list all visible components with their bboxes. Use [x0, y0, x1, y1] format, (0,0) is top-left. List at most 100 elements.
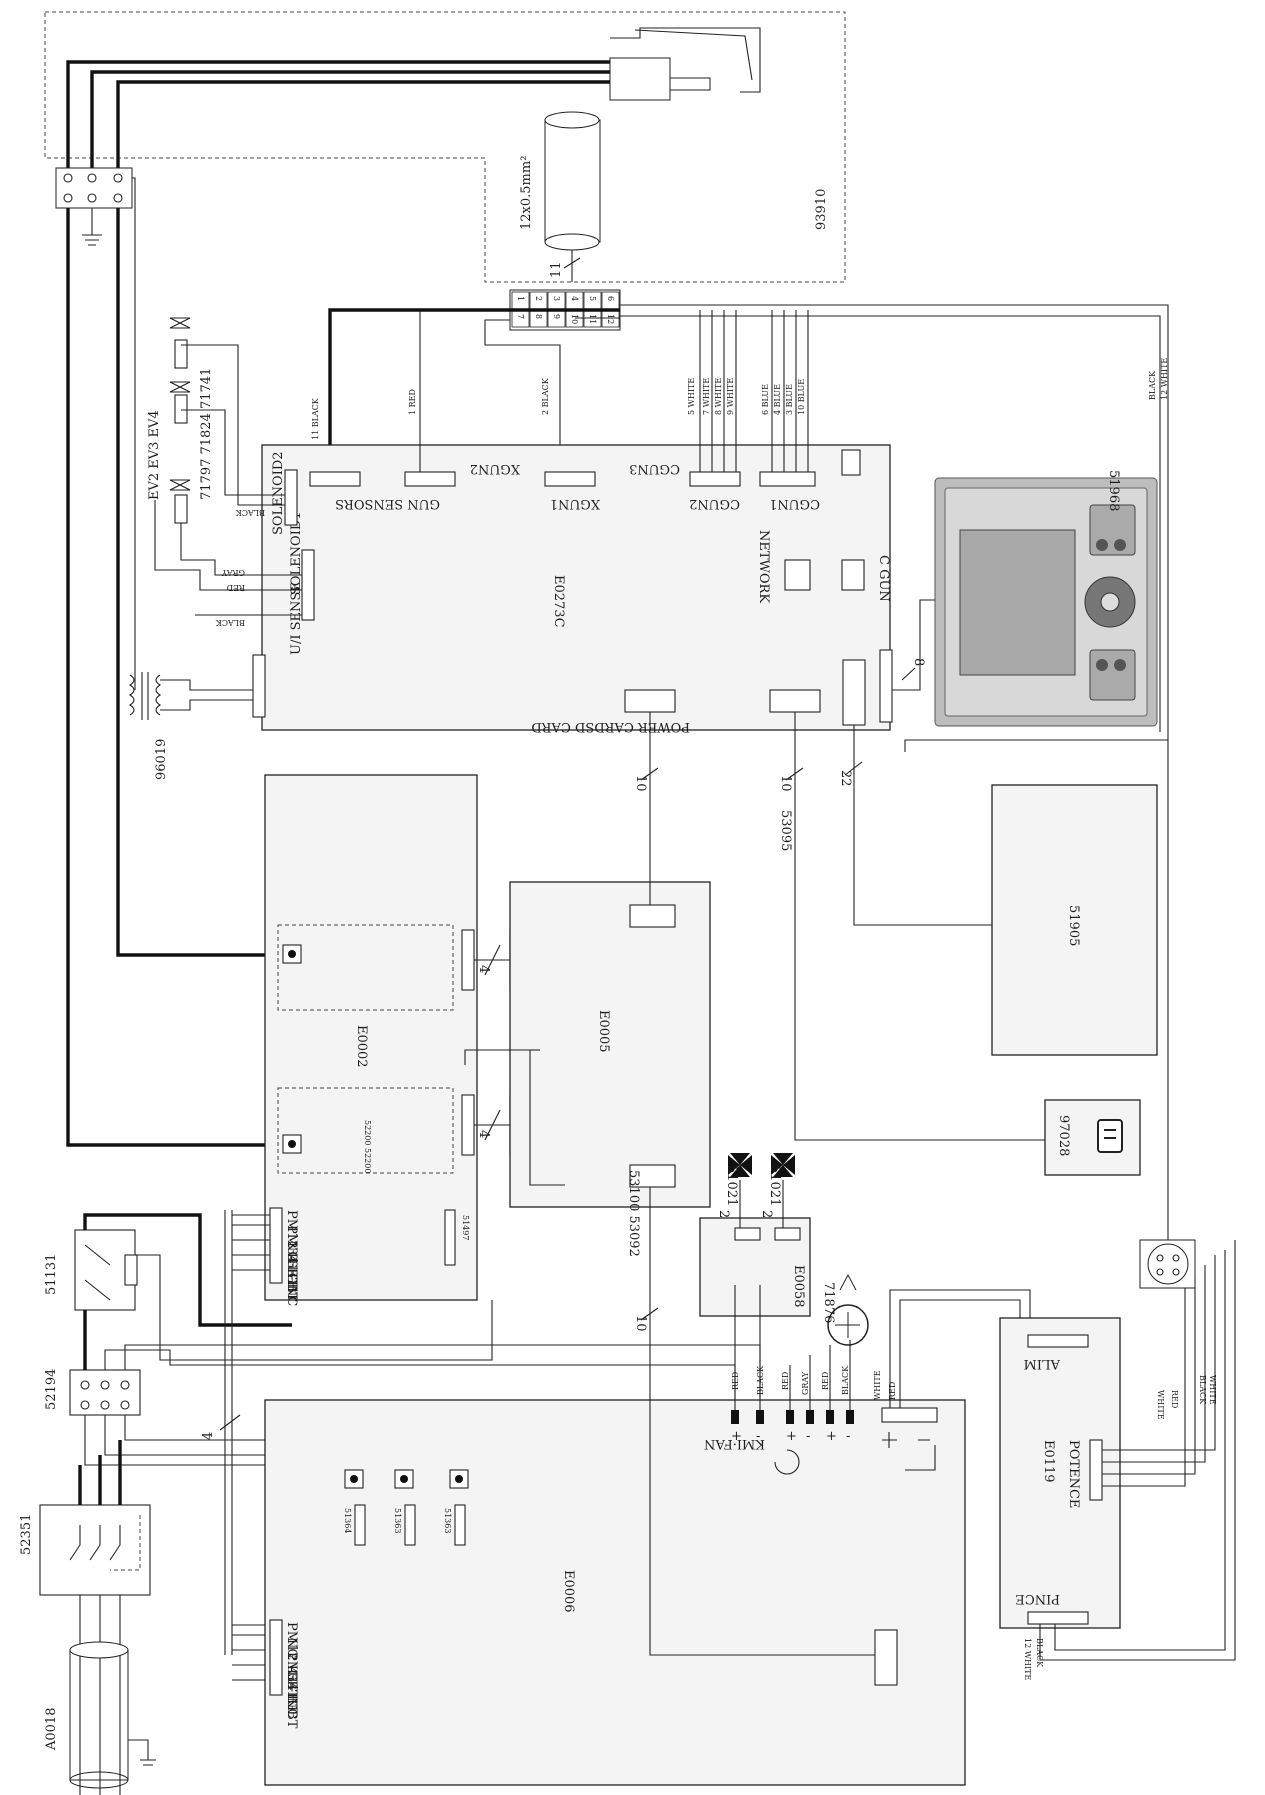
label-97028: 97028	[1056, 1115, 1071, 1156]
label-cgun: C GUN	[876, 555, 891, 602]
torch-lead-3	[116, 80, 610, 168]
connector-cgun1	[759, 471, 816, 487]
torch-cable	[544, 111, 601, 251]
label-e0002: E0002	[354, 1025, 369, 1068]
wire-white-r: WHITE	[873, 1370, 882, 1400]
connector-network	[784, 559, 811, 591]
fuse-51497	[444, 1209, 456, 1266]
torch-enclosure	[44, 11, 846, 283]
pin-label: -HT	[284, 1667, 299, 1692]
wire-black-right: BLACK	[1148, 370, 1157, 400]
fuse-3	[454, 1504, 466, 1546]
kmi-sign: +	[786, 1429, 797, 1444]
label-52194: 52194	[44, 1369, 59, 1410]
label-cable: 12x0.5mm²	[519, 156, 534, 230]
label-51905: 51905	[1066, 905, 1081, 946]
wire-blue3: 3 BLUE	[785, 384, 794, 415]
wire-kmi-red: RED	[731, 1372, 740, 1390]
connector-solenoid2	[284, 469, 298, 526]
pin-label: PM34 IGBT	[284, 1652, 299, 1729]
pin-label: NC	[284, 1285, 299, 1306]
kmi-sign: -	[846, 1429, 850, 1444]
label-alim: ALIM	[1024, 1356, 1061, 1371]
count-8: 8	[911, 658, 926, 666]
pin-label: +HT	[284, 1270, 299, 1301]
fan-icon	[728, 1153, 795, 1177]
wire-sol2-black: BLACK	[235, 508, 265, 517]
count-4a: 4	[476, 965, 491, 973]
count-10b: 10	[778, 775, 793, 792]
label-e0273c: E0273C	[551, 575, 566, 628]
terminal-number: 12	[606, 314, 615, 324]
label-52200: 52200 52200	[363, 1120, 372, 1173]
pin-label: PM12 IGBT	[284, 1210, 299, 1287]
terminal-number: 9	[552, 314, 561, 319]
sd-card-icon	[1097, 1119, 1123, 1153]
wire-pot-red: RED	[1170, 1390, 1179, 1408]
connector-xgun1	[544, 471, 596, 487]
connector-cgun2	[689, 471, 741, 487]
bus-to-sensors	[328, 308, 620, 450]
label-a0018: A0018	[44, 1708, 59, 1751]
count-2b: 2	[759, 1210, 774, 1218]
kmi-terminal	[846, 1410, 854, 1424]
wire-kmi-black: BLACK	[756, 1365, 765, 1395]
connector-xgun2	[404, 471, 456, 487]
wire-blue10: 10 BLUE	[797, 379, 806, 415]
wire-pince-black: BLACK	[1035, 1638, 1044, 1668]
kmi-sign: -	[756, 1429, 760, 1444]
wire-pot-white2: WHITE	[1208, 1375, 1217, 1405]
pin-label: -HT	[284, 1255, 299, 1280]
pin-label: PM12 IGBT	[284, 1622, 299, 1699]
kmi-terminal	[731, 1410, 739, 1424]
kmi-sign: +	[826, 1429, 837, 1444]
connector-solenoid1	[301, 549, 315, 621]
kmi-sign: +	[731, 1429, 742, 1444]
wire-sol-black: BLACK	[215, 618, 245, 627]
count-10c: 10	[633, 1315, 648, 1332]
label-53100: 53100 53092	[626, 1170, 641, 1257]
igbt-module-1	[277, 924, 454, 1011]
wire-kmi-red3: RED	[821, 1372, 830, 1390]
wire-kmi-red2: RED	[781, 1372, 790, 1390]
pin-label: NC	[284, 1240, 299, 1261]
count-11: 11	[549, 261, 564, 278]
wire-white12-right: 12 WHITE	[1160, 358, 1169, 400]
label-gun-sensors: GUN SENSORS	[335, 496, 440, 511]
connector-alim-out	[881, 1407, 938, 1423]
connector-sd-card	[769, 689, 821, 713]
terminal-screws	[63, 173, 123, 203]
label-96019: 96019	[154, 739, 169, 780]
connector-display	[842, 659, 866, 726]
board-e0005	[509, 881, 711, 1208]
board-e0006	[264, 1399, 966, 1786]
label-51497: 51497	[461, 1215, 470, 1240]
label-e0006: E0006	[561, 1570, 576, 1613]
count-4c: 4	[201, 1432, 216, 1440]
board-e0002	[264, 774, 478, 1301]
wire-blue4: 4 BLUE	[773, 384, 782, 415]
connector-display-strip	[879, 649, 893, 723]
label-ev-bottom: 71797 71824 71741	[199, 368, 214, 500]
wire-red1: 1 RED	[408, 389, 417, 415]
label-e0005: E0005	[596, 1010, 611, 1053]
label-fuse-2: 51363	[393, 1508, 402, 1533]
label-fan-1: 51021	[724, 1165, 739, 1206]
wire-red-r: RED	[888, 1382, 897, 1400]
wire-sol-red: RED	[227, 583, 245, 592]
wire-sol-gray: GRAY	[221, 568, 245, 577]
xlr-connector	[1139, 1239, 1196, 1289]
terminal-number: 4	[570, 296, 579, 301]
terminal-number: 5	[588, 296, 597, 301]
terminal-number: 2	[534, 296, 543, 301]
count-22: 22	[838, 770, 853, 787]
wire-white5: 5 WHITE	[687, 378, 696, 415]
kmi-terminals: +-+-+-	[731, 1410, 854, 1444]
connector-uisense	[252, 654, 266, 718]
count-4b: 4	[476, 1130, 491, 1138]
label-xgun1: XGUN1	[550, 496, 600, 511]
connector-gun-sensors	[309, 471, 361, 487]
kmi-terminal	[756, 1410, 764, 1424]
